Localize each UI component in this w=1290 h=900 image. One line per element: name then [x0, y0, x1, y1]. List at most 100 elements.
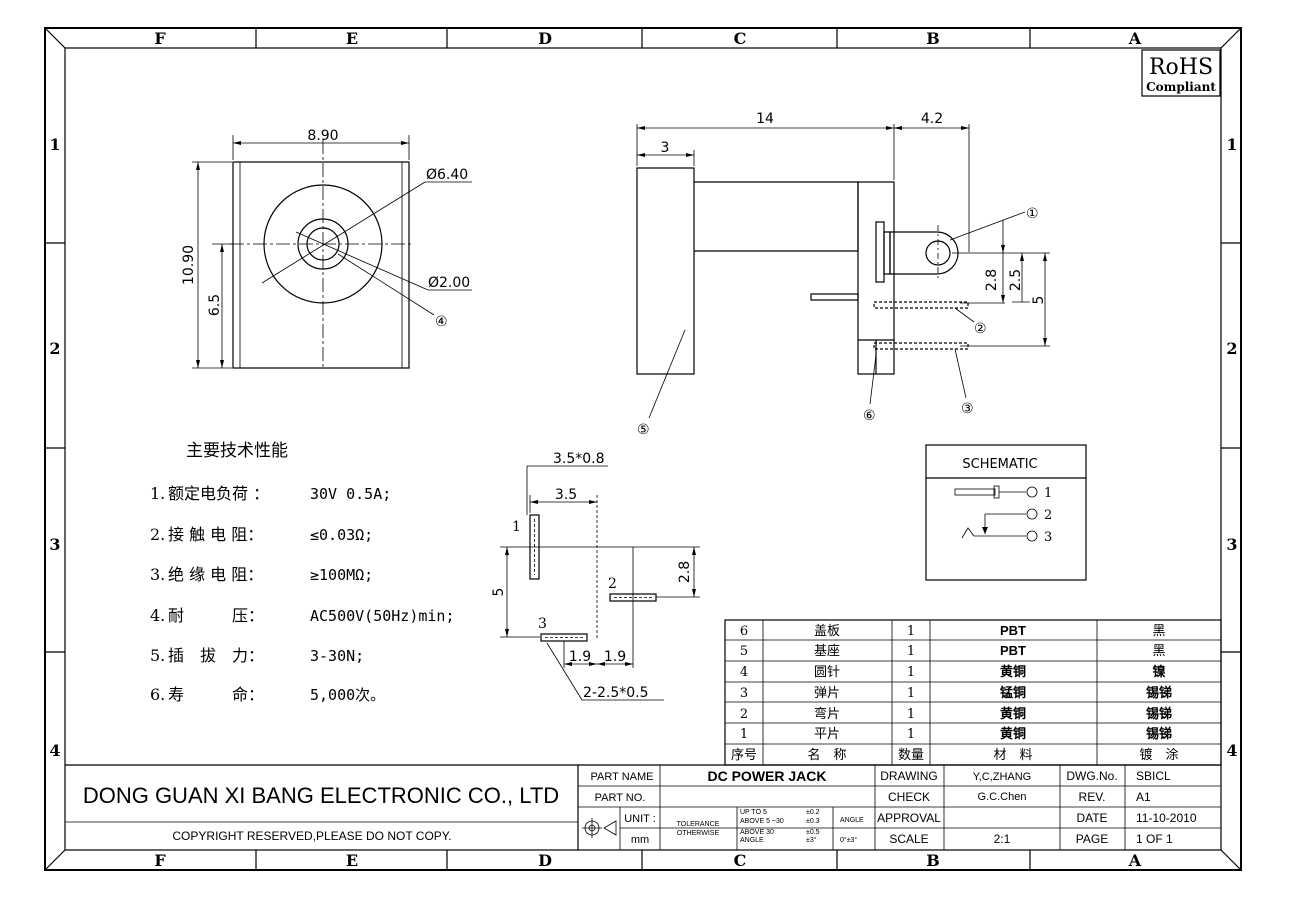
- col-label-top: D: [538, 29, 552, 48]
- rev-value: A1: [1136, 790, 1151, 804]
- col-label-bottom: A: [1128, 851, 1142, 870]
- bom-header-no: 序号: [731, 748, 757, 763]
- bom-cell-no: 3: [740, 686, 748, 701]
- row-label-right: 3: [1226, 535, 1237, 554]
- bom-header-qty: 数量: [898, 748, 924, 763]
- approval-label: APPROVAL: [877, 811, 941, 825]
- bom-cell-no: 2: [740, 707, 748, 722]
- schematic-pin-1: 1: [1044, 486, 1052, 501]
- bom-cell-name: 弹片: [814, 686, 840, 701]
- rev-label: REV.: [1079, 790, 1106, 804]
- bom-cell-name: 基座: [814, 644, 840, 659]
- callout-1: ①: [1026, 206, 1039, 222]
- check-by: G.C.Chen: [978, 791, 1027, 803]
- drawing-label: DRAWING: [880, 769, 938, 783]
- bom-cell-plating: 锡锑: [1146, 706, 1172, 722]
- dim-5: 5: [1031, 296, 1047, 305]
- pad-size-label: 3.5*0.8: [553, 451, 605, 467]
- bom-cell-plating: 黑: [1152, 644, 1165, 659]
- bom-cell-plating: 黑: [1152, 624, 1165, 639]
- pin-1-label: 1: [512, 519, 521, 535]
- center-height-dimension: 6.5: [207, 294, 223, 316]
- bom-cell-material: PBT: [1000, 623, 1026, 638]
- bom-cell-name: 圆针: [814, 665, 840, 680]
- tol-5-30: ABOVE 5 ~30: [740, 818, 784, 825]
- bom-cell-qty: 1: [907, 707, 915, 722]
- col-label-bottom: C: [734, 851, 747, 870]
- specs-block: 主要技术性能 1. 额定电负荷 ： 30V 0.5A; 2. 接 触 电 阻： …: [150, 441, 455, 704]
- bom-cell-qty: 1: [907, 727, 915, 742]
- pin-2-label: 2: [608, 576, 617, 592]
- tol-30-val: ±0.5: [806, 829, 820, 836]
- side-view: 14 3 4.2 2.5 2.8 5 ① ② ③: [636, 111, 1050, 438]
- spec-num: 3.: [150, 565, 165, 584]
- schematic-title: SCHEMATIC: [962, 457, 1037, 472]
- bom-cell-plating: 锡锑: [1146, 726, 1172, 742]
- bom-cell-plating: 锡锑: [1146, 685, 1172, 701]
- callout-3: ③: [961, 401, 974, 417]
- row-label-right: 2: [1226, 339, 1237, 358]
- col-label-bottom: F: [154, 851, 166, 870]
- height-dimension: 10.90: [181, 245, 197, 285]
- row-label-right: 4: [1226, 741, 1237, 760]
- spec-value: ≥100MΩ;: [310, 566, 373, 584]
- bom-cell-plating: 镍: [1152, 664, 1165, 680]
- length-dimension: 14: [756, 111, 774, 127]
- tol-up5: UP TO 5: [740, 809, 767, 816]
- schematic-box: SCHEMATIC 1 2 3: [925, 444, 1087, 581]
- dim-1-9-b: 1.9: [604, 649, 626, 665]
- dwg-no-value: SBICL: [1136, 769, 1171, 783]
- dim-2-8-footprint: 2.8: [677, 561, 693, 583]
- part-no-label: PART NO.: [595, 792, 646, 804]
- row-label-left: 4: [49, 741, 60, 760]
- tolerance-label: TOLERANCE: [677, 821, 720, 828]
- inner-diameter-label: Ø2.00: [428, 275, 470, 291]
- copyright-notice: COPYRIGHT RESERVED,PLEASE DO NOT COPY.: [172, 829, 451, 843]
- tol-5-30-val: ±0.3: [806, 818, 820, 825]
- check-label: CHECK: [888, 790, 930, 804]
- unit-value: mm: [631, 834, 649, 846]
- spec-label: 绝 缘 电 阻：: [168, 565, 263, 584]
- bom-cell-name: 平片: [814, 727, 840, 742]
- tol-angle-sub: ANGLE: [740, 837, 764, 844]
- dim-5-footprint: 5: [491, 588, 507, 597]
- spec-value: ≤0.03Ω;: [310, 526, 373, 544]
- page-label: PAGE: [1076, 832, 1108, 846]
- spec-num: 5.: [150, 646, 165, 665]
- rohs-badge: RoHS Compliant: [1141, 49, 1221, 97]
- row-labels-left: 1 2 3 4: [49, 135, 60, 760]
- specs-title: 主要技术性能: [186, 441, 288, 461]
- row-label-left: 1: [49, 135, 60, 154]
- front-view: 8.90 10.90 6.5 Ø6.40 Ø2.00 ④: [181, 128, 472, 369]
- callout-2: ②: [974, 321, 987, 337]
- column-labels-top: F E D C B A: [154, 29, 1141, 48]
- spec-label: 额定电负荷 ：: [168, 484, 269, 503]
- spec-value: 3-30N;: [310, 647, 364, 665]
- date-value: 11-10-2010: [1136, 811, 1197, 825]
- col-label-top: A: [1128, 29, 1142, 48]
- schematic-pin-3: 3: [1044, 530, 1052, 545]
- bom-header-name: 名 称: [807, 747, 846, 763]
- angle-value: 0°±3°: [840, 836, 857, 844]
- title-block: DONG GUAN XI BANG ELECTRONIC CO., LTD CO…: [65, 764, 1221, 850]
- spec-value: 5,000次。: [310, 686, 385, 704]
- spec-label: 接 触 电 阻：: [168, 525, 263, 544]
- unit-label: UNIT :: [624, 813, 656, 825]
- dim-1-9-a: 1.9: [569, 649, 591, 665]
- rohs-title: RoHS: [1149, 55, 1213, 80]
- bom-cell-qty: 1: [907, 665, 915, 680]
- bom-header-material: 材 料: [993, 748, 1032, 763]
- date-label: DATE: [1076, 811, 1107, 825]
- bom-table: 6 盖板 1 PBT 黑 5 基座 1 PBT 黑 4 圆针 1 黄铜 镍 3 …: [724, 619, 1222, 766]
- sheet-frame: [44, 27, 1242, 871]
- dim-2-8: 2.8: [984, 269, 1000, 291]
- row-label-right: 1: [1226, 135, 1237, 154]
- col-label-bottom: E: [346, 851, 358, 870]
- spec-num: 2.: [150, 525, 165, 544]
- bom-cell-no: 5: [740, 644, 748, 659]
- tol-angle-sub-val: ±3°: [806, 836, 817, 844]
- tol-up5-val: ±0.2: [806, 809, 820, 816]
- drawing-by: Y,C,ZHANG: [973, 771, 1031, 783]
- outer-diameter-label: Ø6.40: [426, 167, 468, 183]
- spec-num: 6.: [150, 685, 165, 704]
